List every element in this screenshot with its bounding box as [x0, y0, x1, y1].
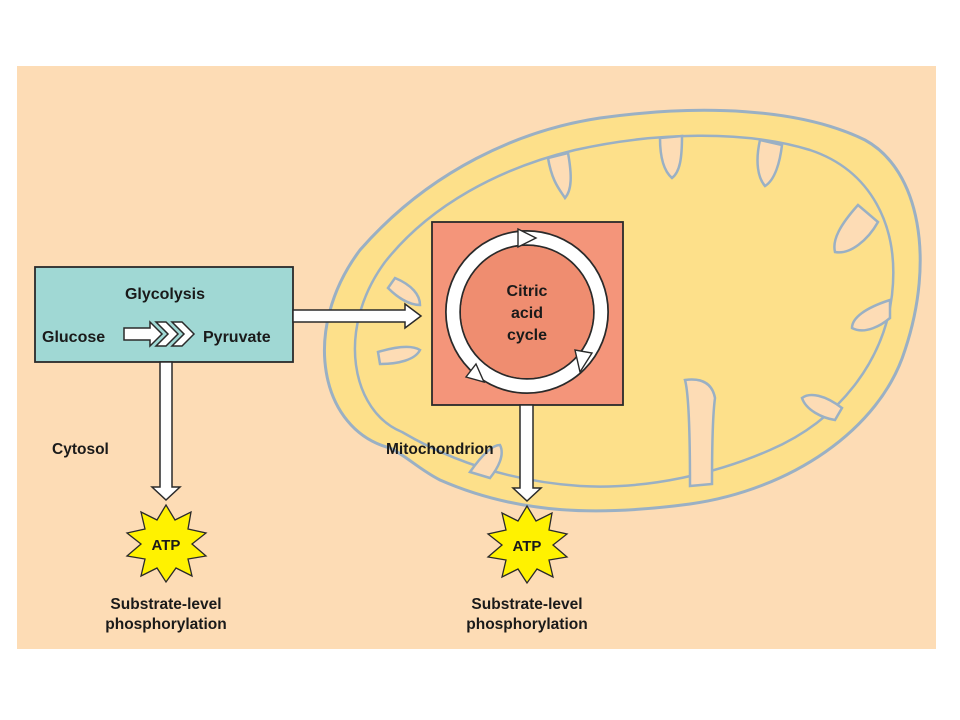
cycle-center	[461, 246, 593, 378]
caption-right-line1: Substrate-level	[471, 596, 582, 613]
atp-starburst-left	[125, 503, 208, 584]
cycle-arrowheads	[464, 227, 594, 384]
mitochondrion-label: Mitochondrion	[386, 441, 494, 458]
glycolysis-steps-arrows	[123, 320, 196, 348]
atp-starburst-right	[486, 504, 569, 585]
mitochondrion-inner-membrane	[353, 134, 895, 488]
citric-cycle-to-atp-arrow	[511, 404, 543, 503]
cytosol-label: Cytosol	[52, 441, 109, 458]
cristae	[376, 134, 892, 488]
glycolysis-to-atp-arrow	[150, 361, 182, 502]
pyruvate-label: Pyruvate	[203, 329, 271, 346]
glucose-label: Glucose	[42, 329, 105, 346]
caption-right-line2: phosphorylation	[466, 616, 587, 633]
caption-left-line1: Substrate-level	[110, 596, 221, 613]
glycolysis-title: Glycolysis	[125, 286, 205, 303]
citric-label-line3: cycle	[507, 327, 547, 344]
citric-label-line2: acid	[511, 305, 543, 322]
atp-label-right: ATP	[513, 538, 542, 555]
caption-left-line2: phosphorylation	[105, 616, 226, 633]
atp-label-left: ATP	[152, 537, 181, 554]
pyruvate-to-mitochondrion-arrow	[292, 302, 423, 330]
citric-label-line1: Citric	[507, 283, 548, 300]
glycolysis-box	[34, 266, 294, 363]
